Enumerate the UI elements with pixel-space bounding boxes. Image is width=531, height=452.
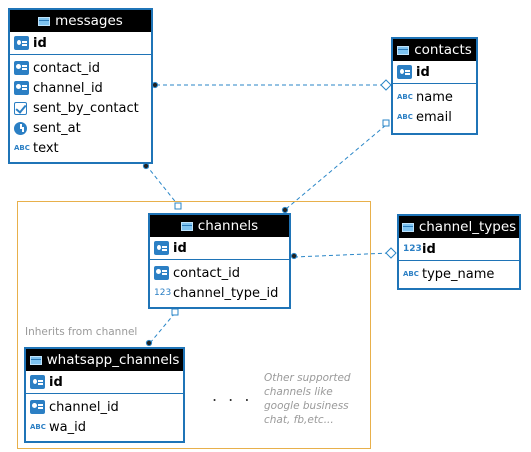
foreign-key-icon (14, 81, 29, 95)
entity-title: messages (55, 13, 123, 29)
column-name: sent_at (33, 120, 81, 136)
abc-text-icon: ABC (397, 113, 413, 121)
column-name: contact_id (173, 265, 241, 281)
numeric-123-icon: 123 (154, 288, 172, 298)
note-line: chat, fb,etc... (264, 414, 334, 426)
column-name: wa_id (49, 419, 86, 435)
primary-key-row[interactable]: id (150, 237, 289, 260)
column-name: id (173, 240, 187, 256)
clock-icon (14, 121, 27, 135)
entity-title: channels (197, 218, 259, 234)
table-icon (38, 16, 51, 26)
link-end-square (174, 202, 182, 210)
column-name: email (416, 109, 452, 125)
column-name: channel_id (49, 399, 119, 415)
inherits-note: Inherits from channel (25, 326, 138, 338)
link-end-dot (281, 206, 289, 214)
primary-key-row[interactable]: id (26, 371, 183, 394)
table-icon (397, 45, 410, 55)
checkbox-icon (14, 101, 27, 115)
column-name: name (416, 89, 453, 105)
abc-text-icon: ABC (30, 423, 46, 431)
column-name: type_name (422, 266, 495, 282)
primary-key-icon (397, 65, 412, 79)
primary-key-icon (14, 36, 29, 50)
link-channels-channel-types (293, 252, 391, 258)
column-name: channel_id (33, 80, 103, 96)
primary-key-row[interactable]: id (10, 32, 151, 55)
note-line: channels like (264, 386, 333, 398)
entity-title: channel_types (418, 219, 517, 235)
abc-text-icon: ABC (397, 93, 413, 101)
note-line: Other supported (264, 372, 351, 384)
column-row[interactable]: contact_id (150, 263, 289, 283)
column-row[interactable]: channel_id (10, 78, 151, 98)
link-end-dot (290, 252, 298, 260)
link-end-diamond (380, 79, 392, 91)
column-name: sent_by_contact (33, 100, 139, 116)
link-end-dot (142, 162, 150, 170)
other-channels-note: Other supported channels like google bus… (264, 371, 351, 427)
column-row[interactable]: channel_id (26, 397, 183, 417)
column-name: channel_type_id (173, 285, 279, 301)
primary-key-row[interactable]: id (393, 61, 476, 84)
ellipsis-more: . . . (212, 386, 253, 405)
link-end-dot (151, 81, 159, 89)
entity-header[interactable]: whatsapp_channels (26, 349, 183, 371)
column-name: contact_id (33, 60, 101, 76)
link-end-square (382, 119, 390, 127)
link-end-dot (145, 339, 153, 347)
table-icon (180, 221, 193, 231)
foreign-key-icon (14, 61, 29, 75)
entity-header[interactable]: channels (150, 215, 289, 237)
entity-title: contacts (414, 42, 472, 58)
link-messages-channels (145, 164, 179, 206)
link-channels-contacts (285, 124, 387, 210)
abc-text-icon: ABC (403, 270, 419, 278)
column-row[interactable]: contact_id (10, 58, 151, 78)
note-line: google business (264, 400, 349, 412)
column-row[interactable]: sent_at (10, 118, 151, 138)
numeric-123-icon: 123 (403, 244, 422, 254)
primary-key-icon (30, 375, 45, 389)
column-name: id (416, 64, 430, 80)
entity-header[interactable]: channel_types (399, 216, 519, 238)
column-name: id (49, 374, 63, 390)
foreign-key-icon (30, 400, 45, 414)
column-name: id (422, 241, 436, 257)
column-name: text (33, 140, 59, 156)
column-row[interactable]: sent_by_contact (10, 98, 151, 118)
foreign-key-icon (154, 266, 169, 280)
entity-header[interactable]: messages (10, 10, 151, 32)
channel-subtypes-group (17, 201, 371, 449)
table-icon (401, 222, 414, 232)
entity-header[interactable]: contacts (393, 39, 476, 61)
entity-title: whatsapp_channels (46, 352, 180, 368)
link-end-diamond (385, 247, 397, 259)
link-end-square (171, 308, 179, 316)
abc-text-icon: ABC (14, 144, 30, 152)
primary-key-icon (154, 241, 169, 255)
table-icon (29, 355, 42, 365)
column-name: id (33, 35, 47, 51)
entity-messages[interactable]: messages id contact_id channel_id sent_b… (8, 8, 153, 164)
